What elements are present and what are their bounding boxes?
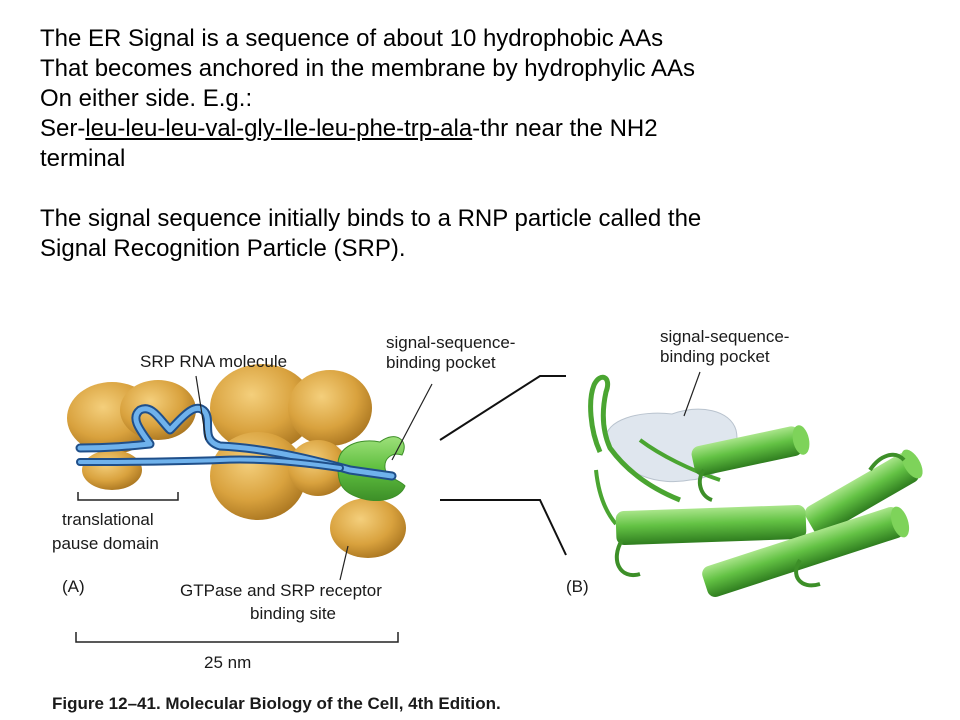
slide-text: The ER Signal is a sequence of about 10 …	[40, 24, 940, 264]
text-line-2: That becomes anchored in the membrane by…	[40, 55, 696, 82]
text-line-5: terminal	[40, 145, 126, 172]
helix-cylinder	[615, 504, 807, 546]
pause-domain-bracket	[77, 492, 179, 501]
text-line-7: Signal Recognition Particle (SRP).	[40, 235, 406, 262]
leader-line	[339, 545, 349, 581]
panel-a-label: (A)	[62, 577, 85, 596]
label-pause-line2: pause domain	[52, 534, 159, 553]
label-pocket-a-line2: binding pocket	[386, 353, 496, 372]
leader-line	[391, 383, 433, 461]
backbone-coil	[594, 469, 618, 526]
panel-b-structure	[588, 371, 923, 597]
scale-bar	[75, 632, 399, 643]
label-pocket-b-line2: binding pocket	[660, 347, 770, 366]
leader-lines	[195, 375, 433, 581]
sequence-suffix: -thr	[472, 115, 509, 142]
label-srp-rna: SRP RNA molecule	[140, 352, 287, 371]
srp-rna-strand	[75, 403, 397, 481]
helix-cylinder	[804, 449, 923, 535]
label-pocket-b-line1: signal-sequence-	[660, 327, 789, 346]
sequence-line: Ser-leu-leu-leu-val-gly-Ile-leu-phe-trp-…	[40, 114, 940, 144]
label-gtpase-line2: binding site	[250, 604, 336, 623]
helix-cylinder	[702, 506, 910, 597]
text-line-6: The signal sequence initially binds to a…	[40, 205, 702, 232]
text-line-3: On either side. E.g.:	[40, 85, 253, 112]
backbone-coil	[794, 558, 821, 588]
protein-blob	[330, 498, 406, 558]
label-pocket-a-line1: signal-sequence-	[386, 333, 515, 352]
zoom-line	[439, 375, 566, 441]
leader-line	[195, 375, 207, 441]
sequence-tail: near the NH2	[508, 115, 658, 142]
backbone-coil	[697, 468, 713, 502]
backbone-coil	[588, 374, 681, 503]
helix-cylinder	[691, 425, 810, 476]
protein-blob	[82, 450, 142, 490]
sequence-hydrophobic: leu-leu-leu-val-gly-Ile-leu-phe-trp-ala	[85, 115, 473, 142]
protein-blob	[210, 364, 314, 452]
protein-blob	[288, 370, 372, 446]
label-pause-line1: translational	[62, 510, 154, 529]
panel-b-label: (B)	[566, 577, 589, 596]
leader-line	[683, 371, 701, 417]
sequence-prefix: Ser-	[40, 115, 86, 142]
zoom-line	[440, 499, 567, 556]
label-gtpase-line1: GTPase and SRP receptor	[180, 581, 382, 600]
backbone-coil	[614, 538, 641, 578]
zoom-lines	[439, 375, 567, 556]
scale-label: 25 nm	[204, 653, 251, 672]
backbone-coil	[638, 438, 721, 482]
figure-caption: Figure 12–41. Molecular Biology of the C…	[52, 694, 501, 713]
backbone-coil	[868, 452, 906, 472]
text-line-1: The ER Signal is a sequence of about 10 …	[40, 25, 664, 52]
